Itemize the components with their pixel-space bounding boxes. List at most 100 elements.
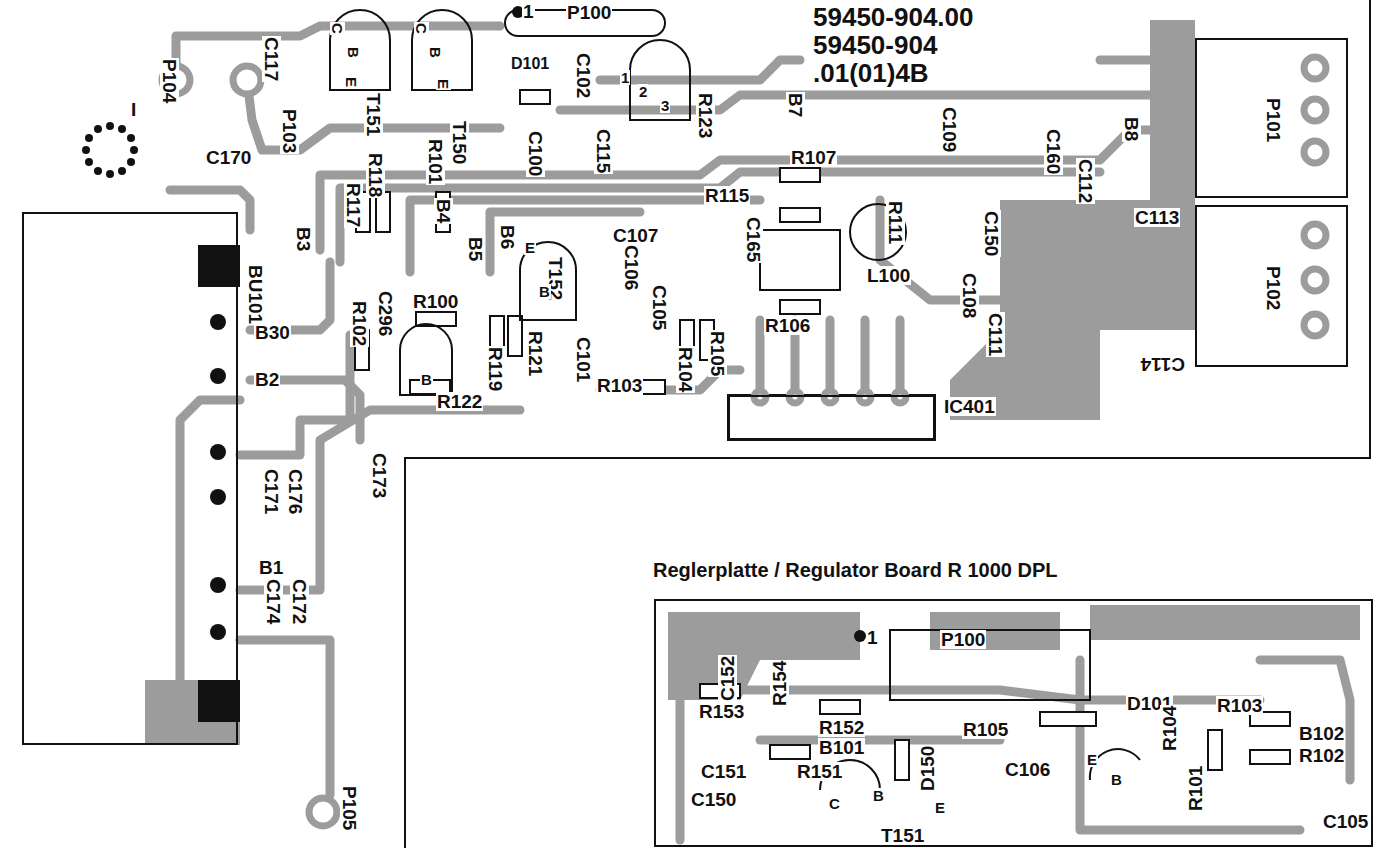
pcb-shape [854,630,866,642]
part-label: T151 [880,826,925,845]
part-label: C105 [650,284,669,331]
connector-outline: BU101 [22,212,238,745]
part-label: B7 [786,92,805,118]
part-label: BU101 [246,264,265,325]
board-edge [405,0,1370,848]
component-symbol [330,10,1290,790]
pcb-shape [85,158,93,166]
pcb-shape [1304,57,1326,79]
mounting-hole [82,122,138,178]
part-label: B [538,284,551,299]
pcb-shape [106,170,114,178]
pcb-shape [127,158,135,166]
part-label: B [420,372,433,387]
part-label: C109 [940,106,959,153]
part-label: C171 [262,468,281,515]
part-label: C111 [986,312,1005,357]
pcb-shape [880,200,1000,300]
part-label: R105 [708,330,727,377]
resistor-symbol [770,745,810,759]
pcb-shape [1304,269,1326,291]
part-label: R107 [790,148,837,167]
part-label: C108 [960,272,979,319]
part-label: R118 [366,152,385,198]
part-label: 3 [660,98,670,113]
part-label: B5 [466,236,485,262]
part-label: L100 [866,266,911,285]
transistor-outline [400,324,452,395]
pcb-shape [950,200,1195,420]
part-label: B30 [254,323,291,342]
pcb-shape [198,680,240,722]
pcb-shape [233,66,261,94]
part-label: E [524,240,536,255]
pcb-shape [1090,605,1360,640]
part-label: B102 [1298,724,1345,743]
part-label: B2 [254,370,280,389]
pcb-shape [210,489,226,505]
part-label: R103 [1216,696,1263,715]
part-label: P104 [160,58,179,104]
part-label: C115 [594,128,613,174]
part-label: 59450-904 [812,32,938,58]
part-label: C102 [574,52,593,99]
part-label: C [828,796,841,811]
part-label: R123 [696,92,715,139]
pcb-shape [826,320,835,395]
part-label: C150 [690,790,737,809]
part-label: B [872,788,885,803]
part-label: T151 [364,92,383,137]
pcb-shape [210,444,226,460]
part-label: P103 [280,108,299,154]
board-title: Reglerplatte / Regulator Board R 1000 DP… [652,560,1059,580]
solder-pad [162,57,1326,826]
part-label: C170 [205,148,252,167]
part-label: B [428,46,443,59]
board-outline [405,0,1372,848]
part-label: B [1110,772,1123,787]
pcb-shape [896,320,905,395]
part-label: C174 [264,578,283,625]
part-label: R101 [426,138,445,185]
part-label: C105 [1322,812,1369,831]
part-label: R119 [486,346,505,392]
part-label: C150 [982,210,1001,257]
part-label: C [414,22,429,35]
part-label: R151 [796,762,843,781]
part-label: R105 [962,720,1009,739]
part-label: B3 [294,226,313,252]
part-label: R117 [344,182,363,228]
part-label: C152 [718,655,737,702]
pcb-shape [210,577,226,593]
transistor-outline [630,40,690,120]
part-label: C101 [574,336,593,383]
pcb-shape [754,391,766,403]
connector-outline: P102 [1195,205,1348,367]
pcb-shape [210,368,226,384]
part-label: R106 [764,316,811,335]
board-edge [655,600,1372,846]
pcb-shape [1100,56,1190,65]
part-label: R104 [676,346,695,393]
part-label: R152 [818,718,865,737]
part-label: C160 [1044,128,1063,175]
part-label: R102 [350,300,369,347]
pcb-shape [1304,314,1326,336]
part-label: C100 [526,130,545,177]
part-label: C173 [370,452,389,499]
resistor-symbol [1250,750,1290,764]
pcb-shape [180,400,240,720]
pcb-shape [170,190,250,230]
part-label: E [344,76,359,88]
pcb-shape [560,95,1190,110]
pcb-shape [1150,20,1195,200]
pcb-shape [94,125,102,133]
part-label: C117 [262,36,281,82]
pcb-shape [1304,224,1326,246]
diode-symbol [520,90,550,104]
connector-outline [890,630,1090,700]
resistor-symbol [1040,712,1096,726]
part-label: P101 [1264,97,1283,143]
part-label: B6 [498,224,517,250]
